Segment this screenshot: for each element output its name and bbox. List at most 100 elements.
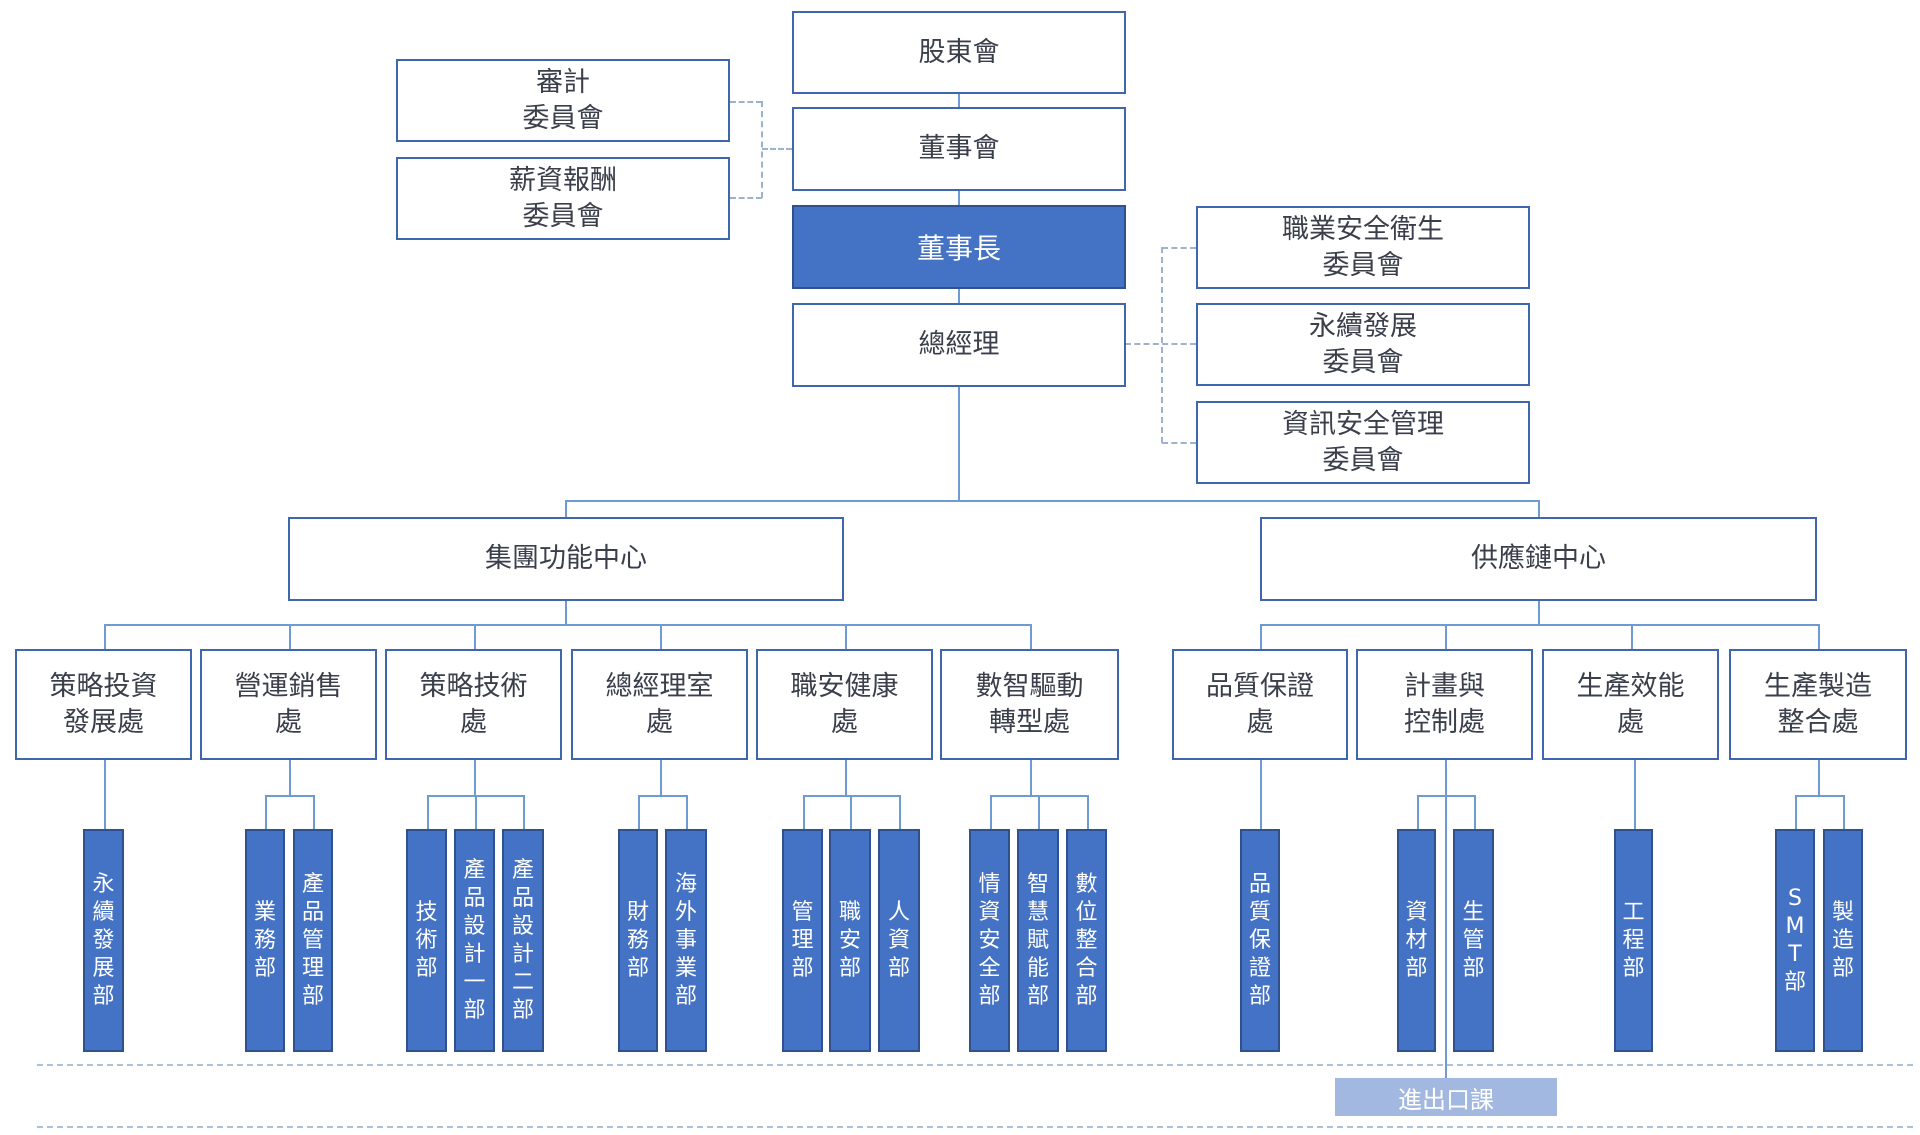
shareholders-meeting-box[interactable]: 股東會 — [792, 11, 1126, 94]
connector-department-bar — [1795, 795, 1845, 797]
supply-chain-center-box[interactable]: 供應鏈中心 — [1260, 517, 1817, 601]
connector-center-stem — [565, 601, 567, 624]
connector-division-stem — [1445, 760, 1447, 1078]
dashed-connector-president — [1125, 343, 1196, 345]
department-box[interactable]: 製造部 — [1823, 829, 1863, 1052]
president-box[interactable]: 總經理 — [792, 303, 1126, 387]
connector-board-chairman — [958, 190, 960, 206]
department-box[interactable]: 數位整合部 — [1066, 829, 1107, 1052]
connector-department-drop — [850, 795, 852, 829]
department-box[interactable]: 產品管理部 — [293, 829, 333, 1052]
remuneration-committee-box[interactable]: 薪資報酬 委員會 — [396, 157, 730, 240]
connector-department-drop — [1417, 795, 1419, 829]
connector-department-bar — [803, 795, 901, 797]
department-box[interactable]: 產品設計一部 — [454, 829, 495, 1052]
connector-department-drop — [1260, 760, 1262, 829]
department-box[interactable]: 情資安全部 — [969, 829, 1010, 1052]
dashed-connector-president-committees-vertical — [1161, 247, 1163, 443]
division-box[interactable]: 數智驅動 轉型處 — [940, 649, 1119, 760]
group-function-center-box[interactable]: 集團功能中心 — [288, 517, 844, 601]
dashed-connector-ohs-committee — [1162, 247, 1196, 249]
department-box[interactable]: 技術部 — [406, 829, 447, 1052]
department-box[interactable]: 財務部 — [618, 829, 658, 1052]
department-label: 職安部 — [839, 899, 862, 981]
department-label: 人資部 — [888, 899, 911, 981]
department-label: 工程部 — [1622, 899, 1645, 981]
department-label: 技術部 — [415, 899, 438, 981]
division-box[interactable]: 策略技術 處 — [385, 649, 562, 760]
dashed-connector-remuneration — [730, 197, 762, 199]
department-label: 數位整合部 — [1075, 871, 1098, 1009]
connector-department-drop — [1843, 795, 1845, 829]
connector-department-drop — [523, 795, 525, 829]
division-box[interactable]: 品質保證 處 — [1172, 649, 1348, 760]
connector-division-bar — [1260, 624, 1820, 626]
connector-division-drop — [289, 624, 291, 649]
division-box[interactable]: 職安健康 處 — [756, 649, 933, 760]
department-label: 海外事業部 — [675, 871, 698, 1009]
connector-division-bar — [104, 624, 1032, 626]
connector-division-stem — [1818, 760, 1820, 795]
department-label: 資材部 — [1405, 899, 1428, 981]
connector-division-stem — [845, 760, 847, 795]
import-export-section-box[interactable]: 進出口課 — [1335, 1078, 1557, 1116]
department-label: 永續發展部 — [92, 871, 115, 1009]
division-box[interactable]: 生產製造 整合處 — [1729, 649, 1907, 760]
department-label: 品質保證部 — [1249, 871, 1272, 1009]
connector-department-drop — [1087, 795, 1089, 829]
connector-center-left-drop — [565, 500, 567, 517]
connector-president-stem — [958, 386, 960, 501]
department-box[interactable]: 人資部 — [878, 829, 920, 1052]
connector-department-drop — [1634, 760, 1636, 829]
department-box[interactable]: 海外事業部 — [665, 829, 707, 1052]
section-separator-top — [37, 1064, 1913, 1066]
connector-division-drop — [104, 624, 106, 649]
division-box[interactable]: 策略投資 發展處 — [15, 649, 192, 760]
connector-department-drop — [1795, 795, 1797, 829]
connector-department-drop — [638, 795, 640, 829]
department-box[interactable]: 職安部 — [829, 829, 871, 1052]
connector-department-drop — [1474, 795, 1476, 829]
ohs-committee-box[interactable]: 職業安全衛生 委員會 — [1196, 206, 1530, 289]
division-box[interactable]: 生產效能 處 — [1542, 649, 1719, 760]
connector-department-bar — [265, 795, 315, 797]
infosec-committee-box[interactable]: 資訊安全管理 委員會 — [1196, 401, 1530, 484]
sustainability-committee-box[interactable]: 永續發展 委員會 — [1196, 303, 1530, 386]
connector-division-drop — [474, 624, 476, 649]
department-box[interactable]: 智慧賦能部 — [1017, 829, 1059, 1052]
connector-department-bar — [638, 795, 688, 797]
division-box[interactable]: 計畫與 控制處 — [1356, 649, 1533, 760]
department-box[interactable]: 永續發展部 — [83, 829, 124, 1052]
department-box[interactable]: 生管部 — [1453, 829, 1494, 1052]
department-box[interactable]: 品質保證部 — [1240, 829, 1280, 1052]
department-box[interactable]: 資材部 — [1397, 829, 1436, 1052]
connector-department-drop — [1038, 795, 1040, 829]
division-box[interactable]: 總經理室 處 — [571, 649, 748, 760]
division-box[interactable]: 營運銷售 處 — [200, 649, 377, 760]
department-label: 製造部 — [1832, 899, 1855, 981]
department-box[interactable]: 產品設計二部 — [502, 829, 544, 1052]
audit-committee-box[interactable]: 審計 委員會 — [396, 59, 730, 142]
connector-department-drop — [313, 795, 315, 829]
department-box[interactable]: SMT部 — [1775, 829, 1815, 1052]
connector-department-drop — [427, 795, 429, 829]
connector-department-drop — [265, 795, 267, 829]
board-of-directors-box[interactable]: 董事會 — [792, 107, 1126, 191]
department-label: 業務部 — [254, 899, 277, 981]
connector-division-stem — [1030, 760, 1032, 795]
connector-department-drop — [899, 795, 901, 829]
chairman-box[interactable]: 董事長 — [792, 205, 1126, 289]
connector-division-drop — [1631, 624, 1633, 649]
department-label: 生管部 — [1462, 899, 1485, 981]
connector-division-drop — [660, 624, 662, 649]
connector-shareholders-board — [958, 93, 960, 107]
connector-center-stem — [1538, 601, 1540, 624]
department-box[interactable]: 管理部 — [782, 829, 823, 1052]
department-label: 產品管理部 — [302, 871, 325, 1009]
connector-chairman-president — [958, 288, 960, 304]
department-box[interactable]: 業務部 — [245, 829, 285, 1052]
connector-division-stem — [660, 760, 662, 795]
section-separator-bottom — [37, 1126, 1913, 1128]
department-box[interactable]: 工程部 — [1614, 829, 1653, 1052]
